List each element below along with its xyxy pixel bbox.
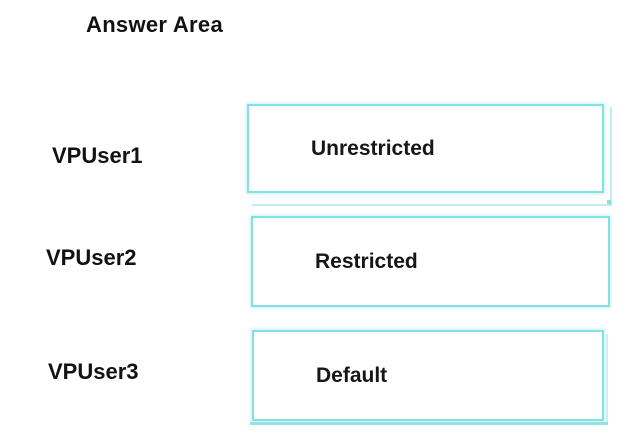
label-vpuser3: VPUser3	[48, 359, 139, 384]
ghost-border-dot	[607, 200, 611, 204]
ghost-border-line	[250, 422, 608, 425]
answer-dropzone-vpuser2[interactable]: Restricted	[251, 216, 610, 307]
answer-area-title: Answer Area	[86, 12, 223, 37]
label-vpuser2: VPUser2	[46, 245, 137, 270]
answer-value-vpuser3: Default	[316, 363, 388, 387]
answer-value-vpuser2: Restricted	[315, 249, 418, 273]
label-vpuser1: VPUser1	[52, 143, 143, 168]
ghost-border-line	[610, 107, 612, 206]
answer-dropzone-vpuser1[interactable]: Unrestricted	[247, 104, 604, 193]
ghost-border-line	[252, 204, 611, 206]
answer-dropzone-vpuser3[interactable]: Default	[252, 330, 604, 421]
answer-value-vpuser1: Unrestricted	[311, 136, 435, 160]
ghost-border-line	[606, 334, 608, 425]
